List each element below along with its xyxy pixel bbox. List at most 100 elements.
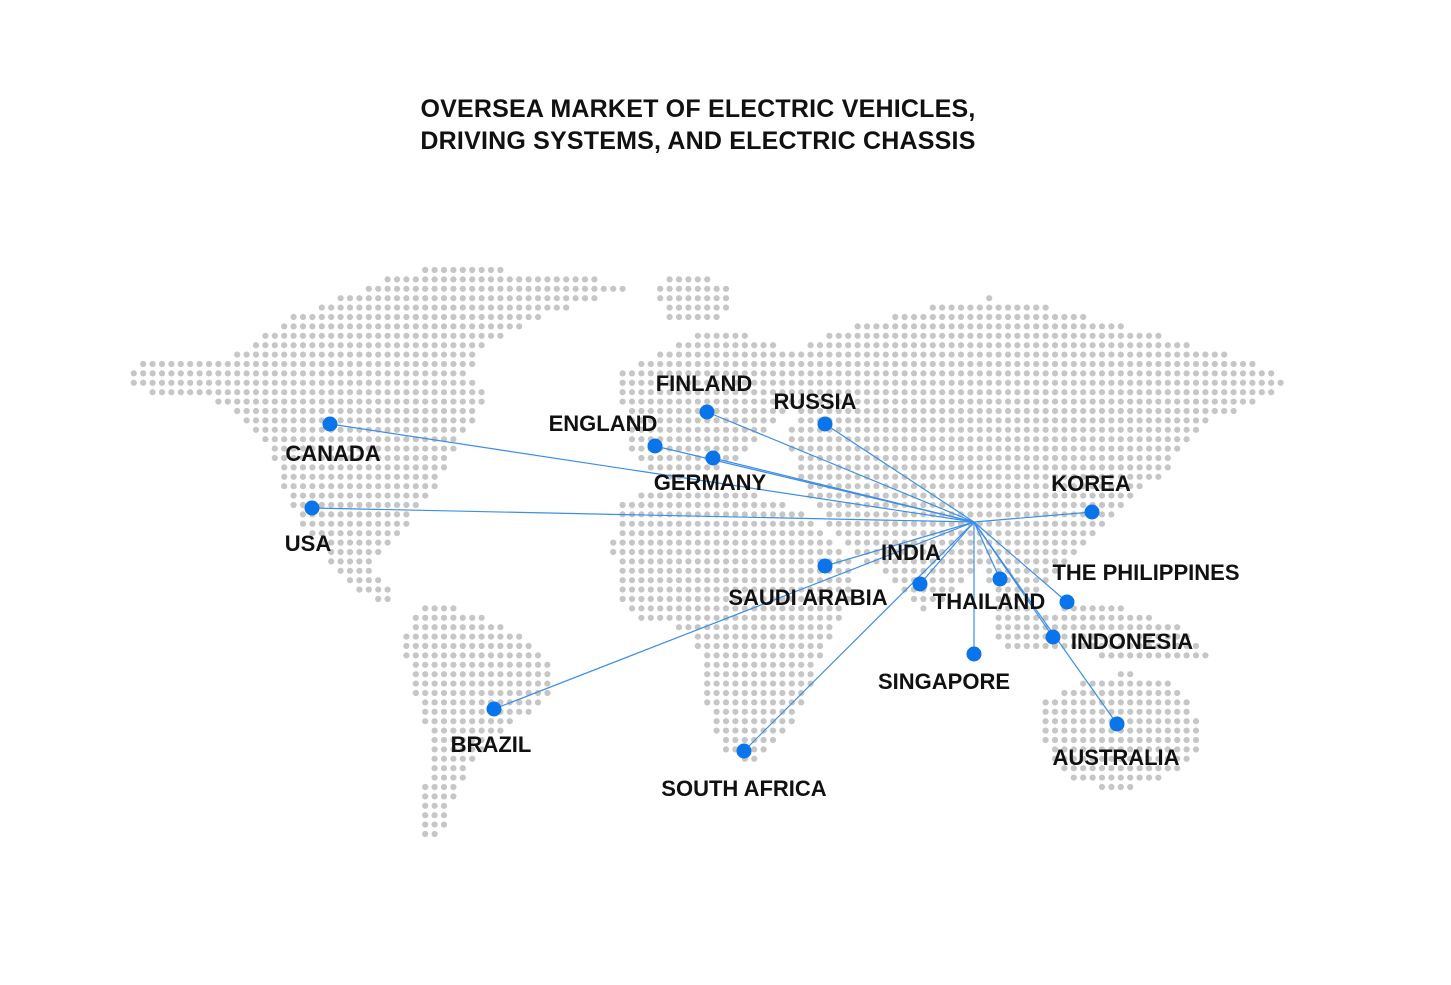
land-dot bbox=[459, 407, 466, 415]
land-dot bbox=[610, 539, 617, 546]
land-dot bbox=[1061, 389, 1068, 396]
land-dot bbox=[1042, 360, 1049, 368]
land-dot bbox=[375, 492, 382, 499]
land-dot bbox=[694, 605, 701, 612]
land-dot bbox=[901, 426, 908, 433]
land-dot bbox=[1070, 633, 1077, 640]
land-dot bbox=[760, 727, 767, 734]
land-dot bbox=[995, 586, 1002, 593]
land-dot bbox=[290, 389, 297, 396]
land-dot bbox=[459, 426, 466, 433]
land-dot bbox=[337, 464, 344, 471]
land-dot bbox=[967, 313, 974, 321]
land-dot bbox=[281, 342, 288, 349]
land-dot bbox=[882, 398, 889, 405]
land-dot bbox=[422, 821, 429, 828]
land-dot bbox=[798, 436, 805, 443]
land-dot bbox=[901, 370, 908, 377]
land-dot bbox=[901, 407, 908, 415]
land-dot bbox=[873, 464, 880, 471]
land-dot bbox=[290, 445, 297, 452]
land-dot bbox=[722, 586, 730, 593]
land-dot bbox=[675, 285, 683, 292]
land-dot bbox=[1051, 718, 1059, 725]
land-dot bbox=[393, 285, 401, 292]
land-dot bbox=[835, 351, 842, 358]
land-dot bbox=[948, 417, 955, 424]
land-dot bbox=[403, 323, 410, 330]
land-dot bbox=[318, 454, 325, 462]
land-dot bbox=[262, 332, 269, 339]
land-dot bbox=[365, 332, 372, 339]
land-dot bbox=[1174, 407, 1181, 415]
land-dot bbox=[450, 379, 457, 386]
land-dot bbox=[816, 548, 824, 556]
route-line-thailand bbox=[973, 521, 1001, 580]
land-dot bbox=[553, 276, 560, 283]
land-dot bbox=[1023, 436, 1030, 443]
land-dot bbox=[431, 624, 438, 631]
land-dot bbox=[1136, 624, 1143, 631]
land-dot bbox=[384, 398, 391, 405]
land-dot bbox=[1014, 454, 1021, 462]
land-dot bbox=[1033, 445, 1040, 452]
land-dot bbox=[873, 473, 880, 480]
land-dot bbox=[910, 398, 918, 405]
land-dot bbox=[704, 436, 711, 443]
land-dot bbox=[798, 473, 805, 480]
land-dot bbox=[346, 558, 354, 565]
land-dot bbox=[835, 398, 842, 405]
land-dot bbox=[779, 727, 786, 734]
land-dot bbox=[657, 595, 664, 603]
land-dot bbox=[638, 595, 645, 603]
land-dot bbox=[356, 370, 363, 377]
land-dot bbox=[375, 511, 382, 518]
land-dot bbox=[929, 445, 936, 452]
land-dot bbox=[638, 417, 645, 424]
land-dot bbox=[647, 454, 654, 462]
land-dot bbox=[1174, 708, 1181, 715]
land-dot bbox=[365, 520, 372, 527]
land-dot bbox=[1230, 389, 1237, 396]
land-dot bbox=[1164, 407, 1171, 415]
land-dot bbox=[478, 285, 485, 292]
land-dot bbox=[1014, 492, 1021, 499]
land-dot bbox=[1051, 351, 1059, 358]
land-dot bbox=[638, 370, 645, 377]
land-dot bbox=[1023, 379, 1030, 386]
land-dot bbox=[393, 417, 401, 424]
land-dot bbox=[788, 652, 795, 659]
land-dot bbox=[1004, 492, 1012, 499]
land-dot bbox=[149, 389, 156, 396]
land-dot bbox=[675, 370, 683, 377]
land-dot bbox=[929, 464, 936, 471]
land-dot bbox=[365, 445, 372, 452]
land-dot bbox=[1061, 417, 1068, 424]
land-dot bbox=[1051, 464, 1059, 471]
land-dot bbox=[130, 379, 137, 386]
land-dot bbox=[328, 323, 335, 330]
land-dot bbox=[412, 501, 419, 509]
land-dot bbox=[760, 586, 767, 593]
land-dot bbox=[346, 577, 354, 584]
land-dot bbox=[666, 577, 673, 584]
land-dot bbox=[882, 351, 889, 358]
land-dot bbox=[628, 558, 636, 565]
land-dot bbox=[328, 370, 335, 377]
land-dot bbox=[328, 501, 335, 509]
land-dot bbox=[1061, 718, 1068, 725]
land-dot bbox=[1174, 755, 1181, 762]
land-dot bbox=[544, 285, 551, 292]
land-dot bbox=[140, 360, 147, 368]
land-dot bbox=[262, 426, 269, 433]
land-dot bbox=[986, 511, 993, 518]
land-dot bbox=[957, 332, 965, 339]
land-dot bbox=[1098, 689, 1106, 697]
land-dot bbox=[722, 379, 730, 386]
land-dot bbox=[1004, 530, 1012, 537]
land-dot bbox=[422, 351, 429, 358]
land-dot bbox=[299, 520, 307, 527]
land-dot bbox=[1089, 774, 1096, 781]
land-dot bbox=[920, 407, 927, 415]
land-dot bbox=[1004, 642, 1012, 650]
